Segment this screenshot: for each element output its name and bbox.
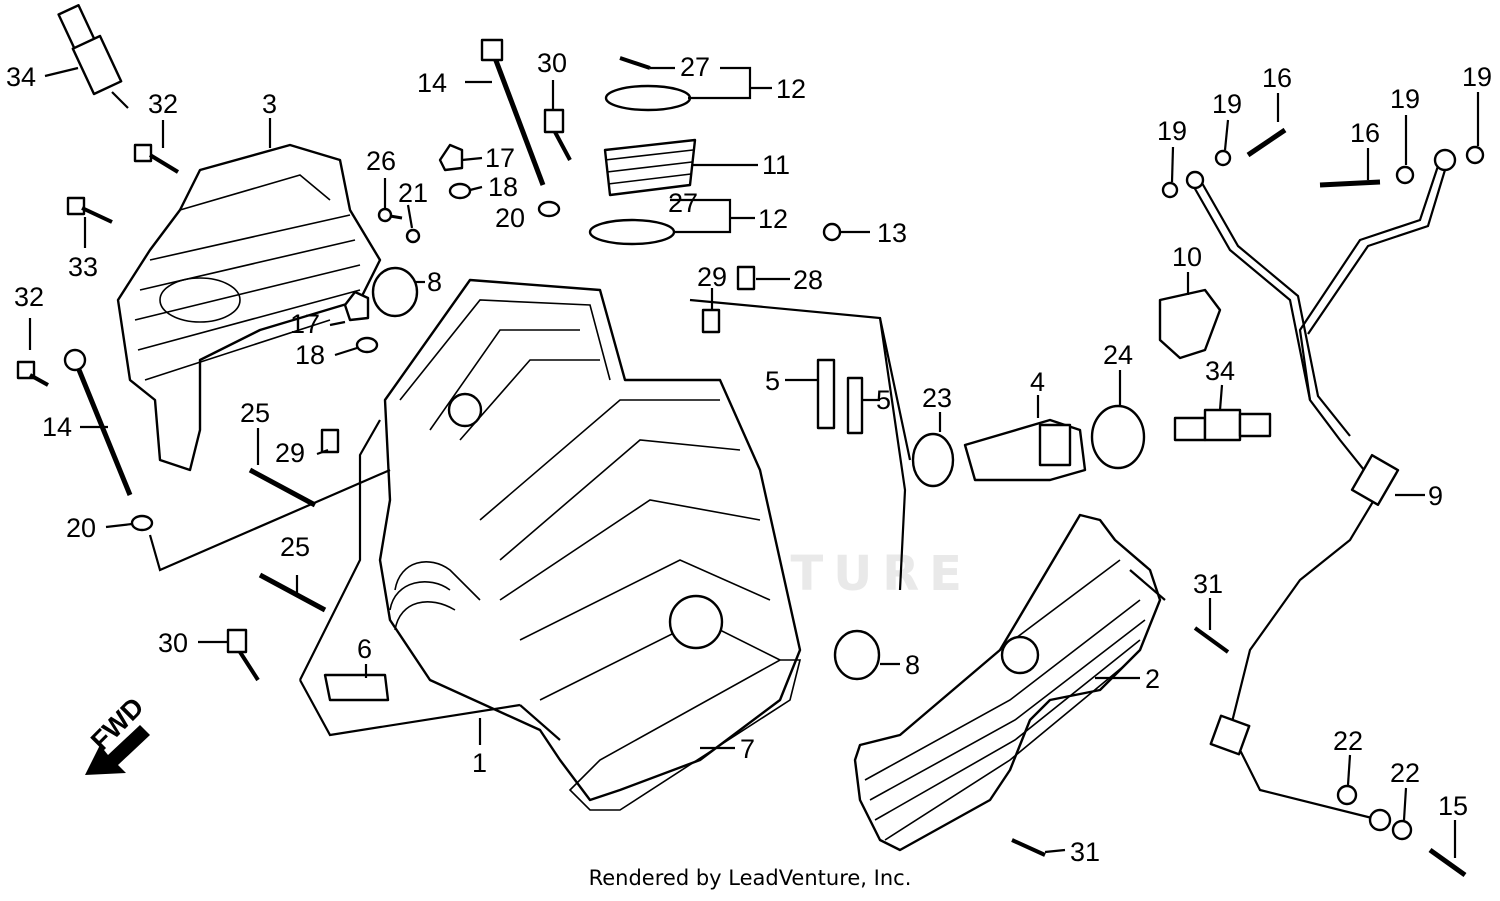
head-cap — [911, 404, 1146, 488]
callout-27-top: 27 — [680, 52, 710, 82]
callout-19-c: 19 — [1390, 84, 1420, 114]
callout-32-top: 32 — [148, 89, 178, 119]
callout-3: 3 — [262, 89, 277, 119]
callout-11: 11 — [762, 150, 790, 180]
callout-5-left: 5 — [765, 366, 780, 396]
callout-14-top: 14 — [417, 68, 447, 98]
callout-4: 4 — [1030, 367, 1045, 397]
spark-plug-right — [1173, 408, 1272, 442]
callout-12-top: 12 — [776, 74, 806, 104]
callout-25-top: 25 — [240, 398, 270, 428]
callout-9: 9 — [1428, 481, 1443, 511]
callout-18-top: 18 — [488, 172, 518, 202]
callout-23: 23 — [922, 383, 952, 413]
callout-12-bottom: 12 — [758, 204, 788, 234]
callout-17-left: 17 — [290, 309, 320, 339]
callout-17-top: 17 — [485, 143, 515, 173]
callout-10: 10 — [1172, 242, 1202, 272]
callout-13: 13 — [877, 218, 907, 248]
callout-25-bottom: 25 — [280, 532, 310, 562]
callout-31-top: 31 — [1193, 569, 1223, 599]
callout-8-top: 8 — [427, 267, 442, 297]
cylinder-head — [299, 278, 912, 811]
callout-27-bottom: 27 — [668, 188, 698, 218]
callout-31-bottom: 31 — [1070, 837, 1100, 867]
footer-credit: Rendered by LeadVenture, Inc. — [588, 866, 912, 890]
callout-14-left: 14 — [42, 412, 72, 442]
hardware-parts — [16, 38, 1485, 878]
leader-lines — [28, 66, 1480, 858]
callout-20-left: 20 — [66, 513, 96, 543]
callout-24: 24 — [1103, 340, 1133, 370]
callout-30-bottom: 30 — [158, 628, 188, 658]
callout-19-d: 19 — [1462, 62, 1492, 92]
callout-19-a: 19 — [1157, 116, 1187, 146]
callout-19-b: 19 — [1212, 89, 1242, 119]
callout-1: 1 — [472, 748, 487, 778]
callout-16-b: 16 — [1350, 118, 1380, 148]
callout-32-left: 32 — [14, 282, 44, 312]
callout-15: 15 — [1438, 791, 1468, 821]
callout-7: 7 — [740, 734, 755, 764]
cylinder-head-cover — [116, 143, 382, 472]
callout-29-top: 29 — [697, 262, 727, 292]
callout-29-left: 29 — [275, 438, 305, 468]
callout-8-bottom: 8 — [905, 650, 920, 680]
callout-26: 26 — [366, 146, 396, 176]
callout-22-b: 22 — [1390, 758, 1420, 788]
callout-5-right: 5 — [876, 385, 891, 415]
callout-labels: 34 32 3 33 32 14 20 25 29 25 30 17 18 26… — [6, 48, 1492, 867]
callout-30-top: 30 — [537, 48, 567, 78]
forward-direction-indicator: FWD — [85, 692, 150, 775]
callout-6: 6 — [357, 634, 372, 664]
callout-28: 28 — [793, 265, 823, 295]
callout-34-right: 34 — [1205, 356, 1235, 386]
callout-22-a: 22 — [1333, 726, 1363, 756]
callout-21: 21 — [398, 178, 428, 208]
cylinder-head-side-cover — [853, 513, 1166, 852]
callout-2: 2 — [1145, 664, 1160, 694]
plug-cap — [1158, 288, 1222, 360]
wire-harness — [1185, 148, 1457, 832]
callout-16-a: 16 — [1262, 63, 1292, 93]
spark-plug-left — [57, 4, 129, 109]
callout-18-left: 18 — [295, 340, 325, 370]
callout-33: 33 — [68, 252, 98, 282]
callout-20-top: 20 — [495, 203, 525, 233]
callout-34-left: 34 — [6, 62, 36, 92]
